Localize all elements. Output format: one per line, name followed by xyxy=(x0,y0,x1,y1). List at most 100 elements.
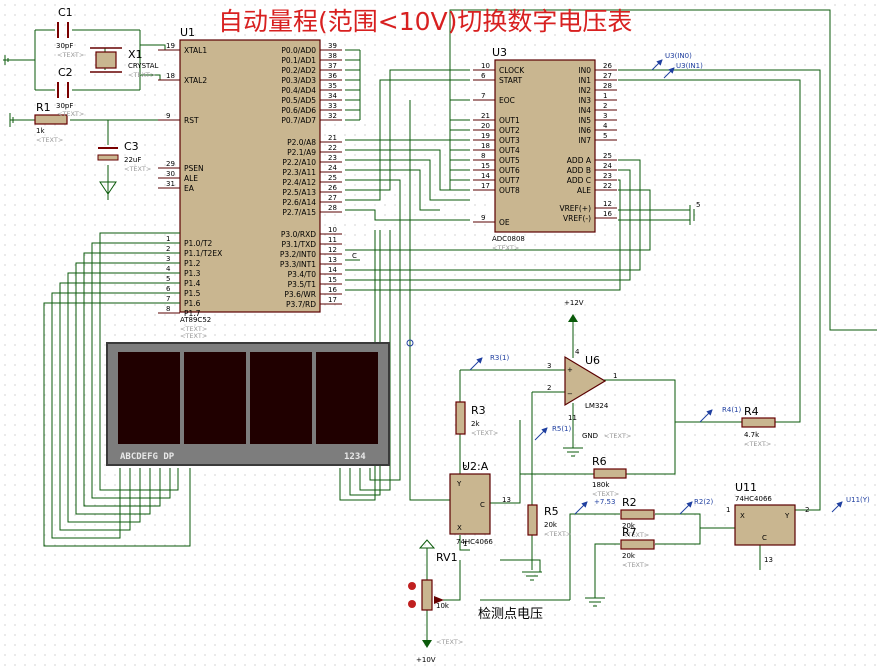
pin-name: OUT4 xyxy=(499,146,520,155)
u2a-pin-13: 13 xyxy=(502,496,511,504)
pin-number: 23 xyxy=(603,172,612,180)
pin-name: OE xyxy=(499,218,510,227)
rv1-value: 10k xyxy=(436,602,450,610)
pin-name: P2.7/A15 xyxy=(282,208,316,217)
u2a-switch-body xyxy=(449,473,491,535)
pin-name: P1.7 xyxy=(184,309,201,318)
seven-segment-display: ABCDEFG DP 1234 xyxy=(106,342,390,466)
wire-junction xyxy=(406,339,414,347)
pin-name: VREF(+) xyxy=(559,204,591,213)
pin-number: 6 xyxy=(166,285,171,293)
u11-ref: U11 xyxy=(735,481,757,494)
rv1-adjust-up-icon[interactable] xyxy=(408,582,416,590)
vcc10-label: +10V xyxy=(416,656,436,664)
pin-number: 24 xyxy=(328,164,337,172)
u6-pin-noninv: 3 xyxy=(547,362,551,370)
pin-number: 23 xyxy=(328,154,337,162)
r4-ref: R4 xyxy=(744,405,759,418)
r1-ref: R1 xyxy=(36,101,51,114)
pin-number: 22 xyxy=(328,144,337,152)
r2-resistor xyxy=(620,509,655,520)
pin-name: ADD A xyxy=(567,156,592,165)
u3-text-placeholder: <TEXT> xyxy=(492,244,519,252)
u3-chip-body xyxy=(494,59,596,233)
pin-number: 25 xyxy=(328,174,337,182)
c2-ref: C2 xyxy=(58,66,73,79)
r6-ref: R6 xyxy=(592,455,607,468)
gnd-label: GND xyxy=(582,432,598,440)
u3-ref: U3 xyxy=(492,46,507,59)
pin-number: 39 xyxy=(328,42,337,50)
pin-name: OUT5 xyxy=(499,156,520,165)
pin-name: P0.5/AD5 xyxy=(281,96,316,105)
r7-ref: R7 xyxy=(622,526,637,539)
pin-number: 28 xyxy=(328,204,337,212)
r5-1-probe: R5(1) xyxy=(552,425,572,433)
pin-number: 8 xyxy=(481,152,485,160)
pin-name: PSEN xyxy=(184,164,204,173)
c1-capacitor xyxy=(57,22,69,38)
pin-name: P0.3/AD3 xyxy=(281,76,316,85)
pin-number: 14 xyxy=(328,266,337,274)
pin-number: 27 xyxy=(603,72,612,80)
pin-name: P1.4 xyxy=(184,279,201,288)
adc-input-wires xyxy=(618,69,821,511)
pin-number: 31 xyxy=(166,180,175,188)
pin-number: 9 xyxy=(481,214,485,222)
vcc12-label: +12V xyxy=(564,299,584,307)
pin-number: 26 xyxy=(603,62,612,70)
pin-number: 7 xyxy=(481,92,485,100)
pin-name: P3.2/INT0 xyxy=(280,250,316,259)
u1-value: AT89C52 xyxy=(180,316,211,324)
ground-symbols-analog xyxy=(418,447,605,607)
pin-name: P0.0/AD0 xyxy=(281,46,316,55)
pin-number: 8 xyxy=(166,305,170,313)
pin-number: 18 xyxy=(166,72,175,80)
r1-resistor xyxy=(34,114,68,125)
rv1-adjust-down-icon[interactable] xyxy=(408,600,416,608)
u2a-ref: U2:A xyxy=(462,460,489,473)
rv1-potentiometer xyxy=(421,579,433,611)
u1-right-pins: 39P0.0/AD038P0.1/AD137P0.2/AD236P0.3/AD3… xyxy=(280,42,342,309)
display-text-placeholder: <TEXT> xyxy=(180,332,207,340)
r5-text-placeholder: <TEXT> xyxy=(544,530,571,538)
pin-name: EOC xyxy=(499,96,515,105)
r3-resistor xyxy=(455,401,466,435)
pin-number: 21 xyxy=(481,112,490,120)
c1-text-placeholder: <TEXT> xyxy=(57,51,84,59)
pin-number: 38 xyxy=(328,52,337,60)
pin-number: 2 xyxy=(166,245,170,253)
pin-name: CLOCK xyxy=(499,66,525,75)
pin-number: 33 xyxy=(328,102,337,110)
u1-ref: U1 xyxy=(180,26,195,39)
pin-name: P1.3 xyxy=(184,269,201,278)
pin-name: P2.5/A13 xyxy=(282,188,316,197)
pin-name: OUT6 xyxy=(499,166,520,175)
pin-number: 35 xyxy=(328,82,337,90)
r5-value: 20k xyxy=(544,521,558,529)
pin-name: P0.2/AD2 xyxy=(281,66,316,75)
pin-name: IN4 xyxy=(578,106,591,115)
p1-display-wires xyxy=(43,232,191,547)
pin-name: P1.2 xyxy=(184,259,201,268)
pin-number: 17 xyxy=(328,296,337,304)
pin-number: 22 xyxy=(603,182,612,190)
analog-wires xyxy=(426,322,761,640)
u11-value: 74HC4066 xyxy=(735,495,772,503)
c3-value: 22uF xyxy=(124,156,141,164)
pin-number: 16 xyxy=(328,286,337,294)
pin-number: 37 xyxy=(328,62,337,70)
r4-value: 4.7k xyxy=(744,431,760,439)
pin-name: IN3 xyxy=(578,96,591,105)
u3-value: ADC0808 xyxy=(492,235,525,243)
test-point-label: 检测点电压 xyxy=(478,607,544,622)
r3-text-placeholder: <TEXT> xyxy=(471,429,498,437)
pin-name: P3.3/INT1 xyxy=(280,260,316,269)
u6-value: LM324 xyxy=(585,402,609,410)
u2a-pin-y: Y xyxy=(456,480,462,488)
pin-number: 4 xyxy=(166,265,171,273)
pin-number: 4 xyxy=(603,122,608,130)
x1-ref: X1 xyxy=(128,48,143,61)
pin-name: XTAL2 xyxy=(184,76,207,85)
